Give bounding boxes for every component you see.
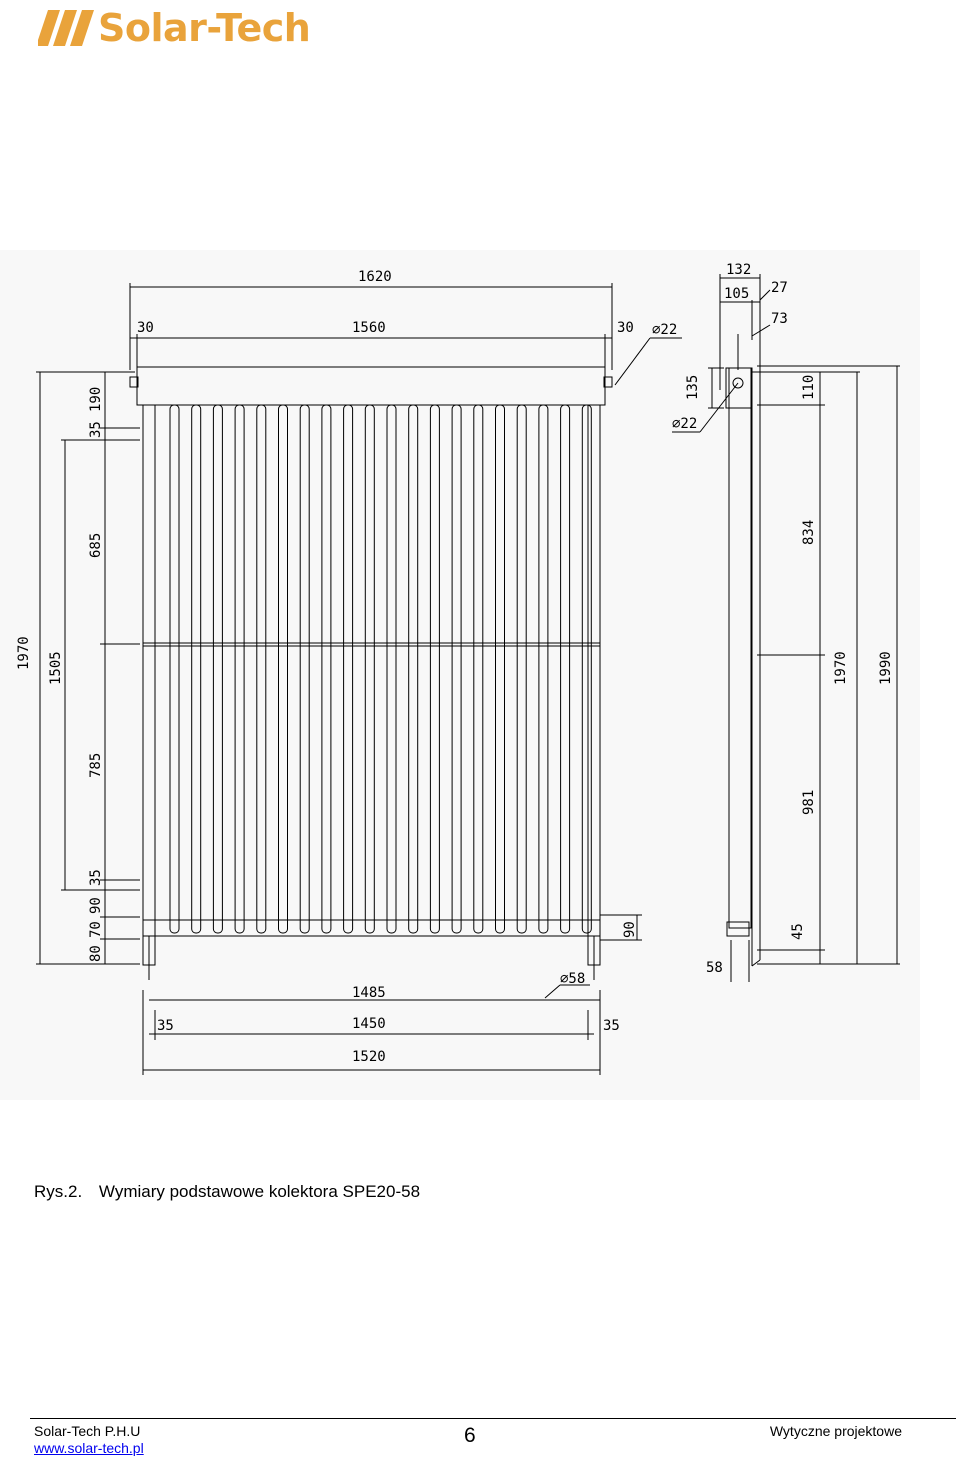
- footer-company-block: Solar-Tech P.H.U www.solar-tech.pl: [34, 1423, 144, 1457]
- dim-1620: 1620: [358, 269, 392, 285]
- figure-caption: Rys.2. Wymiary podstawowe kolektora SPE2…: [34, 1182, 420, 1202]
- company-logo: Solar-Tech: [38, 4, 311, 52]
- vacuum-tube: [495, 404, 505, 934]
- dim-35-top: 35: [88, 421, 104, 438]
- vacuum-tube: [560, 404, 571, 934]
- dim-1520: 1520: [352, 1049, 386, 1065]
- vacuum-tube: [451, 404, 462, 934]
- vacuum-tube: [256, 404, 267, 934]
- logo-slashes-icon: [38, 10, 94, 46]
- dim-foot-90: 90: [622, 921, 638, 938]
- dim-side-pipe-22: ⌀22: [672, 416, 697, 432]
- dim-30-right: 30: [617, 320, 634, 336]
- dim-1990: 1990: [878, 651, 894, 685]
- dim-135: 135: [685, 375, 701, 400]
- figure-title: Wymiary podstawowe kolektora SPE20-58: [98, 1182, 421, 1201]
- vacuum-tube: [343, 404, 354, 934]
- collector-dimension-drawing: 1620 1560 30 30 ⌀22 1970 1505 190 35 685…: [0, 250, 920, 1100]
- vacuum-tube: [429, 404, 440, 934]
- vacuum-tube: [169, 404, 180, 934]
- dim-190: 190: [88, 387, 104, 412]
- vacuum-tube: [581, 404, 592, 934]
- dim-110: 110: [801, 375, 817, 400]
- dim-73: 73: [771, 311, 788, 327]
- dim-1560: 1560: [352, 320, 386, 336]
- vacuum-tube: [212, 404, 223, 934]
- logo-text: Solar-Tech: [98, 6, 311, 50]
- dim-pipe-22: ⌀22: [652, 322, 677, 338]
- dim-58: 58: [706, 960, 723, 976]
- footer-website-link[interactable]: www.solar-tech.pl: [34, 1440, 144, 1456]
- vacuum-tube: [473, 404, 484, 934]
- vacuum-tube: [234, 404, 245, 934]
- dim-90: 90: [88, 897, 104, 914]
- dim-105: 105: [724, 286, 749, 302]
- dim-45: 45: [790, 923, 806, 940]
- dim-70: 70: [88, 921, 104, 938]
- dim-1450: 1450: [352, 1016, 386, 1032]
- figure-number: Rys.2.: [34, 1182, 83, 1201]
- dim-35-bottom: 35: [88, 869, 104, 886]
- dim-1505: 1505: [48, 651, 64, 685]
- dim-27: 27: [771, 280, 788, 296]
- vacuum-tube: [191, 404, 202, 934]
- dim-35-bl: 35: [157, 1018, 174, 1034]
- dim-981: 981: [801, 790, 817, 815]
- footer-divider: [30, 1418, 956, 1419]
- dim-1485: 1485: [352, 985, 386, 1001]
- page-number: 6: [464, 1424, 476, 1447]
- dim-tube-58: ⌀58: [560, 971, 585, 987]
- vacuum-tube: [408, 404, 419, 934]
- footer-doc-title: Wytyczne projektowe: [769, 1423, 902, 1439]
- dim-685: 685: [88, 533, 104, 558]
- footer-company: Solar-Tech P.H.U: [34, 1423, 141, 1439]
- dim-132: 132: [726, 262, 751, 278]
- dim-80: 80: [88, 945, 104, 962]
- vacuum-tube: [299, 404, 310, 934]
- vacuum-tubes: [169, 404, 592, 934]
- dim-1970-right: 1970: [833, 651, 849, 685]
- dim-35-br: 35: [603, 1018, 620, 1034]
- vacuum-tube: [386, 404, 397, 934]
- vacuum-tube: [364, 404, 375, 934]
- dim-1970-left: 1970: [16, 636, 32, 670]
- vacuum-tube: [516, 404, 527, 934]
- dim-785: 785: [88, 753, 104, 778]
- dim-30-left: 30: [137, 320, 154, 336]
- vacuum-tube: [278, 404, 288, 934]
- vacuum-tube: [538, 404, 549, 934]
- vacuum-tube: [321, 404, 332, 934]
- dim-834: 834: [801, 520, 817, 545]
